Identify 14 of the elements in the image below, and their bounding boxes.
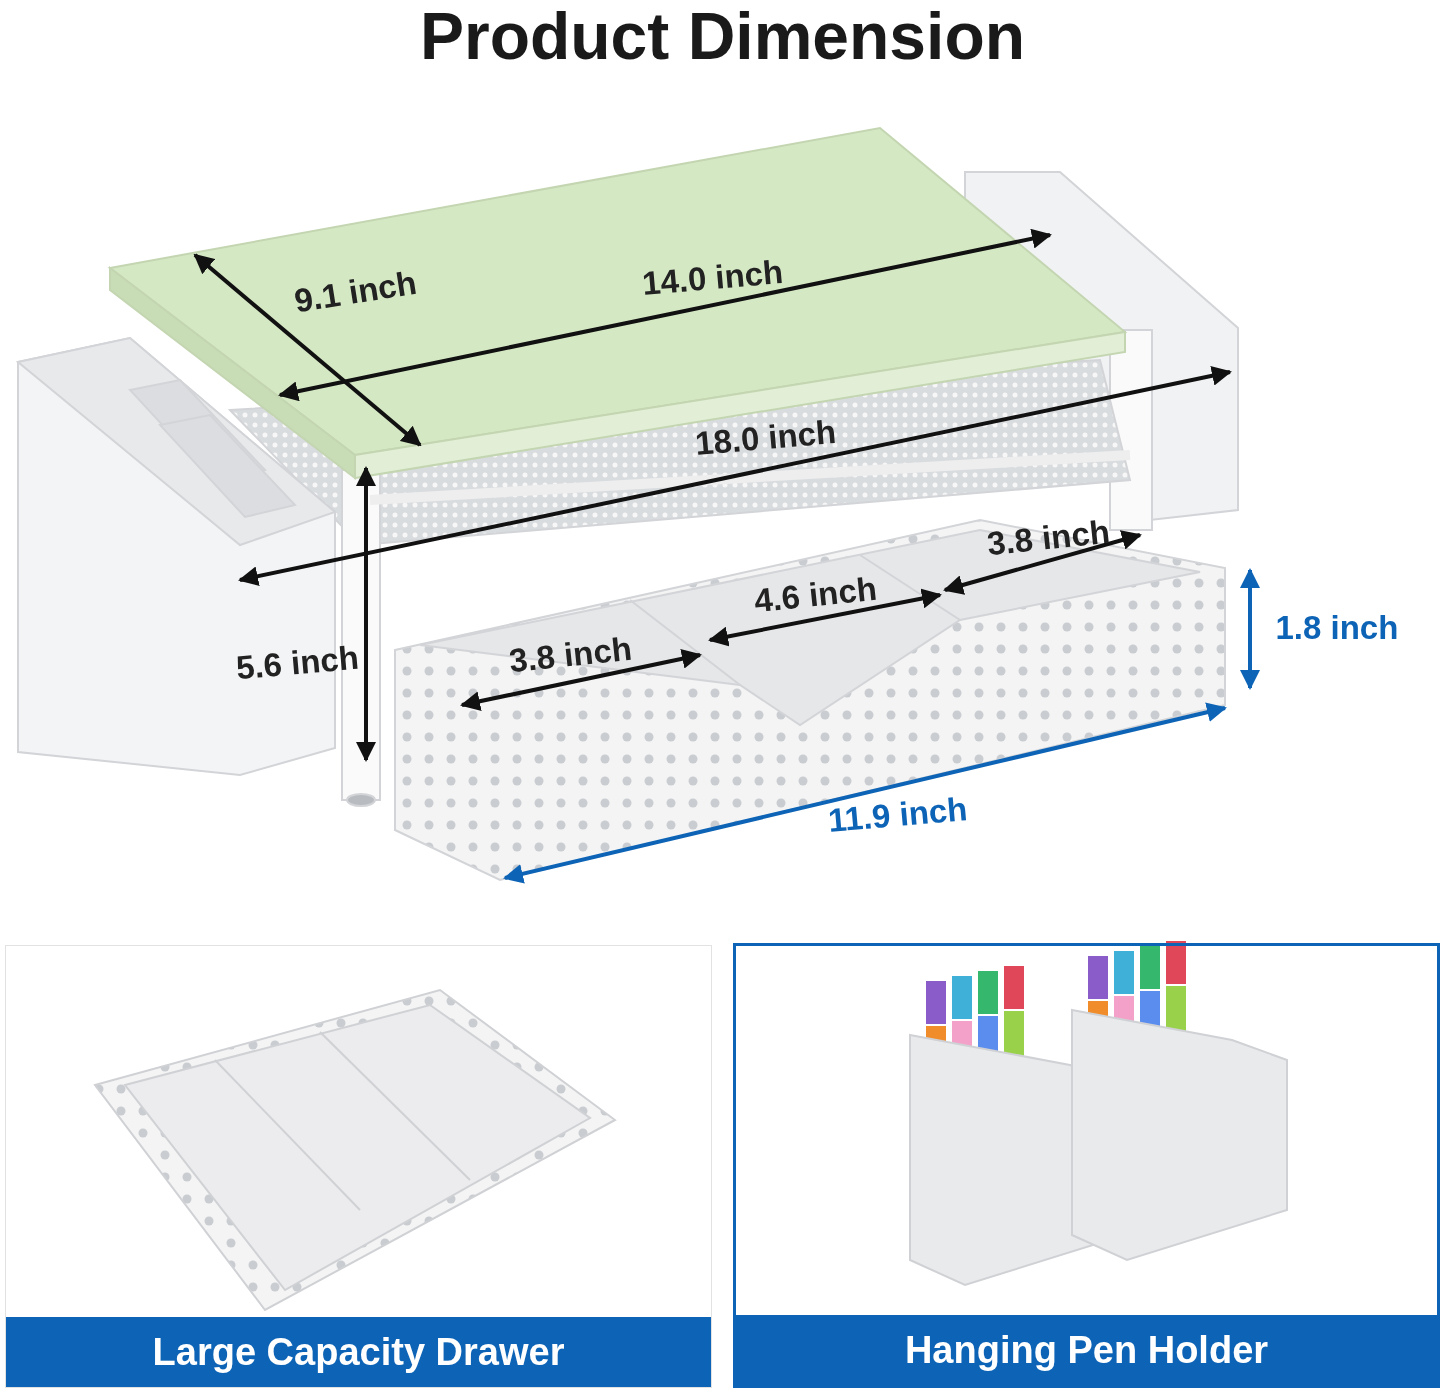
dimension-label: 3.8 inch <box>506 629 634 681</box>
dimension-label: 9.1 inch <box>291 263 419 321</box>
feature-panel <box>5 945 712 1388</box>
dimension-label: 18.0 inch <box>693 412 838 464</box>
title: Product Dimension <box>418 0 1027 72</box>
dimension-label: 1.8 inch <box>1275 609 1399 647</box>
dimension-label: 3.8 inch <box>984 512 1112 564</box>
dimension-label: 14.0 inch <box>640 252 785 304</box>
dimension-label: 5.6 inch <box>234 638 360 688</box>
feature-panel <box>733 943 1440 1388</box>
dimension-label: 11.9 inch <box>826 790 969 840</box>
dimension-label: 4.6 inch <box>751 569 879 621</box>
panel-caption: Large Capacity Drawer <box>6 1317 711 1387</box>
panel-caption: Hanging Pen Holder <box>736 1315 1437 1385</box>
